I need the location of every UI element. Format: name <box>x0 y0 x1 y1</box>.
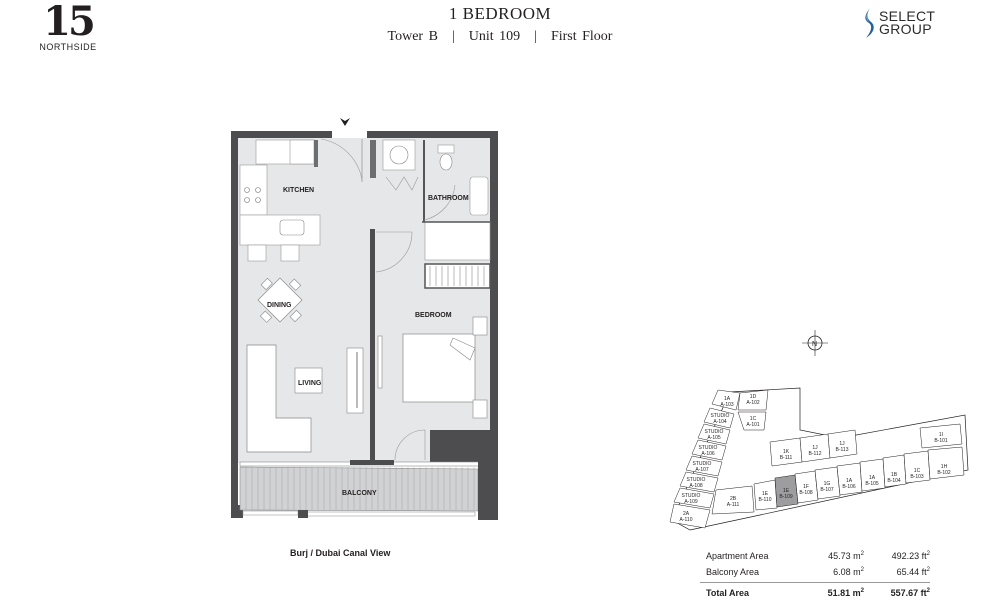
unit-header: 1 BEDROOM Tower B | Unit 109 | First Floor <box>360 4 640 45</box>
svg-text:B-102: B-102 <box>937 470 951 476</box>
area-label: Apartment Area <box>706 551 769 561</box>
svg-text:B-106: B-106 <box>842 484 856 490</box>
svg-text:1A: 1A <box>846 478 853 484</box>
svg-text:A-106: A-106 <box>701 451 715 457</box>
svg-text:2A: 2A <box>683 511 690 517</box>
svg-text:A-109: A-109 <box>684 499 698 505</box>
svg-text:B-109: B-109 <box>779 494 793 500</box>
svg-text:1K: 1K <box>783 449 790 455</box>
separator: | <box>534 29 537 44</box>
svg-text:A-102: A-102 <box>746 400 760 406</box>
svg-text:1H: 1H <box>941 464 948 470</box>
flame-logo-icon <box>865 8 874 38</box>
entrance-arrow-icon <box>340 118 350 126</box>
northside-logo: 15 NORTHSIDE <box>28 0 108 53</box>
svg-text:1J: 1J <box>812 445 818 451</box>
room-label-bedroom: BEDROOM <box>415 312 452 319</box>
svg-text:1E: 1E <box>762 491 769 497</box>
svg-text:1F: 1F <box>803 484 809 490</box>
logo-number: 15 <box>43 0 96 45</box>
svg-text:STUDIO: STUDIO <box>705 429 724 435</box>
svg-text:1A: 1A <box>724 396 731 402</box>
svg-text:B-101: B-101 <box>934 438 948 444</box>
svg-text:B-113: B-113 <box>836 447 849 453</box>
area-sqm: 51.81 m2 <box>827 587 864 598</box>
svg-text:A-101: A-101 <box>746 422 760 428</box>
logo-word-select: SELECT <box>879 8 936 24</box>
svg-text:B-108: B-108 <box>799 490 813 496</box>
area-label: Total Area <box>706 587 750 598</box>
area-sqft: 557.67 ft2 <box>890 587 930 598</box>
svg-text:B-104: B-104 <box>887 478 901 484</box>
select-group-logo: SELECT GROUP <box>862 8 935 38</box>
area-row-balcony: Balcony Area 6.08 m2 65.44 ft2 <box>700 564 930 580</box>
balcony-area <box>239 455 498 520</box>
svg-text:A-104: A-104 <box>713 419 727 425</box>
svg-text:STUDIO: STUDIO <box>699 445 718 451</box>
svg-text:N: N <box>812 341 817 348</box>
svg-text:B-112: B-112 <box>809 451 822 457</box>
svg-text:A-110: A-110 <box>680 517 693 523</box>
floor-label: First Floor <box>550 29 613 44</box>
svg-text:1J: 1J <box>839 441 845 447</box>
logo-word-group: GROUP <box>879 21 932 37</box>
svg-text:1C: 1C <box>914 468 921 474</box>
room-label-balcony: BALCONY <box>342 490 377 497</box>
svg-text:A-111: A-111 <box>727 502 740 508</box>
separator: | <box>451 29 455 44</box>
room-label-bathroom: BATHROOM <box>428 195 469 202</box>
area-sqft: 65.44 ft2 <box>896 567 930 577</box>
unit-subtitle: Tower B | Unit 109 | First Floor <box>360 29 640 45</box>
svg-text:B-105: B-105 <box>865 481 879 487</box>
area-table: Apartment Area 45.73 m2 492.23 ft2 Balco… <box>700 548 930 602</box>
svg-text:1G: 1G <box>824 481 831 487</box>
area-sqm: 6.08 m2 <box>833 567 864 577</box>
room-label-dining: DINING <box>267 302 292 309</box>
svg-text:1E: 1E <box>783 488 790 494</box>
area-label: Balcony Area <box>706 567 760 577</box>
tower-label: Tower B <box>387 29 438 44</box>
room-label-living: LIVING <box>298 380 322 387</box>
svg-text:STUDIO: STUDIO <box>693 461 712 467</box>
svg-text:STUDIO: STUDIO <box>687 477 706 483</box>
svg-text:1C: 1C <box>750 416 757 422</box>
area-sqft: 492.23 ft2 <box>891 551 930 561</box>
room-label-kitchen: KITCHEN <box>283 187 314 194</box>
svg-text:A-105: A-105 <box>707 435 721 441</box>
svg-text:B-110: B-110 <box>759 497 772 503</box>
svg-text:1I: 1I <box>939 432 943 438</box>
svg-text:B-103: B-103 <box>910 474 924 480</box>
svg-text:STUDIO: STUDIO <box>682 493 701 499</box>
svg-text:B-107: B-107 <box>820 487 834 493</box>
svg-text:A-107: A-107 <box>695 467 709 473</box>
view-caption: Burj / Dubai Canal View <box>290 548 391 558</box>
svg-text:2B: 2B <box>730 496 737 502</box>
svg-text:1B: 1B <box>891 472 898 478</box>
svg-text:B-111: B-111 <box>780 455 793 461</box>
dining-table <box>257 277 303 323</box>
svg-text:A-103: A-103 <box>720 402 734 408</box>
unit-type-title: 1 BEDROOM <box>448 4 552 23</box>
svg-text:1D: 1D <box>750 394 757 400</box>
svg-text:A-108: A-108 <box>689 483 703 489</box>
svg-text:STUDIO: STUDIO <box>711 413 730 419</box>
compass-icon: N <box>802 330 828 356</box>
area-row-apartment: Apartment Area 45.73 m2 492.23 ft2 <box>700 548 930 564</box>
area-row-total: Total Area 51.81 m2 557.67 ft2 <box>700 582 930 602</box>
svg-text:1A: 1A <box>869 475 876 481</box>
logo-name: NORTHSIDE <box>39 42 97 52</box>
area-sqm: 45.73 m2 <box>828 551 864 561</box>
unit-label: Unit 109 <box>468 29 521 44</box>
